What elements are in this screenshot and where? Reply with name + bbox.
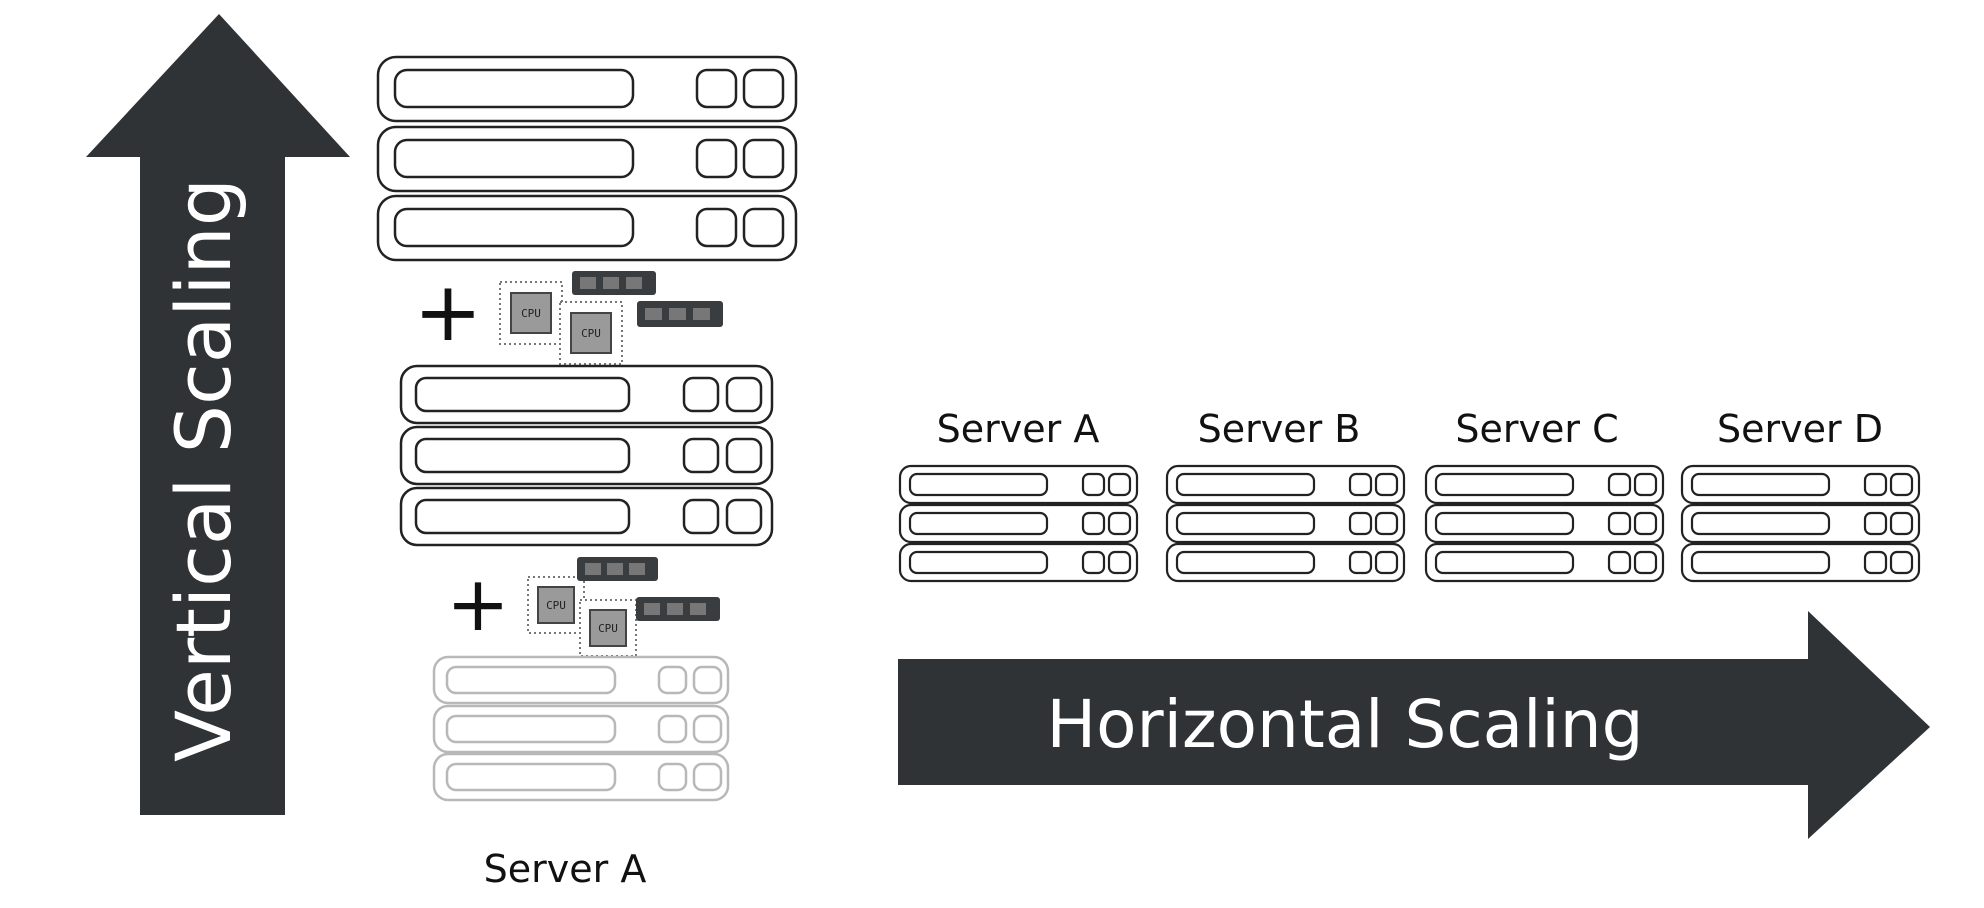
rack-middle: [399, 364, 774, 547]
rack-unit: [399, 486, 774, 547]
server-label: Server D: [1717, 407, 1883, 451]
server-label: Server A: [937, 407, 1100, 451]
ram-stick-icon: [637, 301, 723, 327]
ram-stick-icon: [636, 597, 720, 621]
up-arrow-icon: [86, 14, 350, 815]
server-label: Server B: [1198, 407, 1361, 451]
cpu-label: CPU: [598, 622, 618, 635]
upgrade-block-2: + CPU CPU: [446, 557, 720, 657]
cpu-chip-icon: CPU: [499, 281, 563, 345]
ram-stick-icon: [572, 271, 656, 295]
rack-bottom-faded: [432, 655, 730, 802]
server-label: Server C: [1455, 407, 1618, 451]
rack-unit: [376, 55, 798, 123]
rack-top: [376, 55, 798, 262]
rack-unit: [376, 194, 798, 262]
upgrade-block-1: + CPU CPU: [414, 265, 723, 365]
right-arrow-icon: [898, 611, 1930, 839]
ram-stick-icon: [577, 557, 658, 581]
server-stack-c: [1424, 464, 1665, 583]
vertical-scaling-label: Vertical Scaling: [159, 178, 248, 762]
horizontal-server-group: Server A Server B Server C Server D: [937, 407, 1883, 451]
rack-unit: [432, 752, 730, 802]
rack-unit: [432, 655, 730, 705]
server-stack-b: [1165, 464, 1406, 583]
rack-unit: [432, 704, 730, 754]
rack-unit: [399, 425, 774, 486]
plus-sign: +: [446, 559, 510, 648]
cpu-chip-icon: CPU: [559, 301, 623, 365]
plus-sign: +: [414, 265, 483, 360]
horizontal-scaling-arrow: Horizontal Scaling: [898, 611, 1930, 839]
server-stack-a: [898, 464, 1139, 583]
cpu-chip-icon: CPU: [579, 599, 637, 657]
cpu-label: CPU: [521, 307, 541, 320]
cpu-label: CPU: [546, 599, 566, 612]
rack-unit: [399, 364, 774, 425]
cpu-label: CPU: [581, 327, 601, 340]
horizontal-scaling-label: Horizontal Scaling: [1047, 686, 1644, 763]
rack-unit: [376, 125, 798, 193]
server-stack-d: [1680, 464, 1921, 583]
vertical-server-label: Server A: [484, 847, 647, 891]
cpu-chip-icon: CPU: [527, 576, 585, 634]
vertical-scaling-arrow: Vertical Scaling: [86, 14, 350, 815]
